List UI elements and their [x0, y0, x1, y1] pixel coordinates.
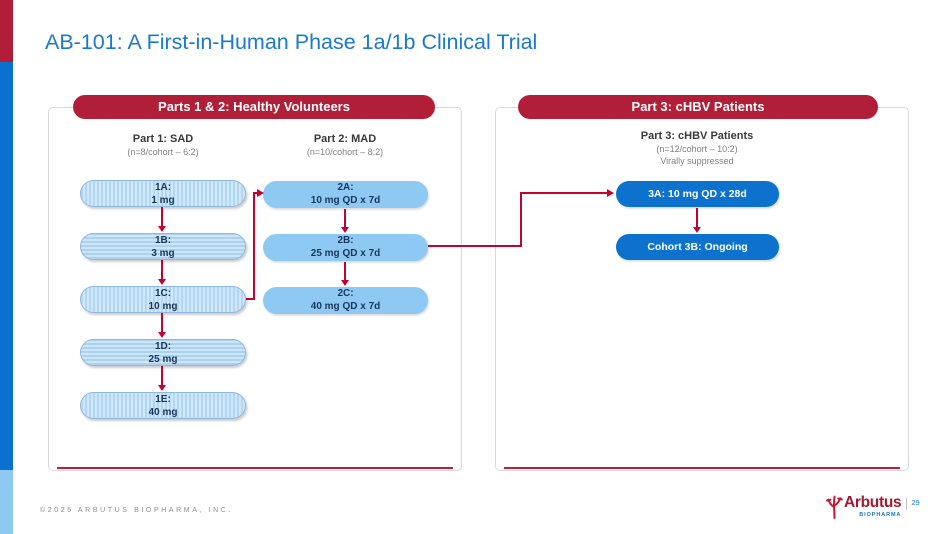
- panel-bottom-accent: [504, 466, 900, 469]
- cohort-dose: 10 mg QD x 7d: [310, 194, 381, 206]
- part-3-header: Part 3: cHBV Patients: [518, 95, 878, 119]
- part3-column-header: Part 3: cHBV Patients (n=12/cohort – 10:…: [597, 130, 797, 167]
- part3-title: Part 3: cHBV Patients: [640, 130, 754, 142]
- cohort-2a-pill: 2A: 10 mg QD x 7d: [263, 181, 428, 208]
- cohort-2c-pill: 2C: 40 mg QD x 7d: [263, 287, 428, 314]
- cohort-id: 1E:: [155, 394, 171, 405]
- cohort-id: 2B:: [337, 235, 354, 246]
- cohort-id: 1D:: [154, 341, 172, 352]
- part1-title: Part 1: SAD: [132, 133, 194, 145]
- connector-1c-2a: [253, 192, 258, 195]
- cohort-id: 1C:: [154, 288, 172, 299]
- cohort-1e-pill: 1E: 40 mg: [80, 392, 246, 419]
- accent-bar-lightblue: [0, 470, 13, 534]
- arrow-down-icon: [340, 209, 351, 233]
- cohort-id: 1A:: [154, 182, 172, 193]
- cohort-label: Cohort 3B: Ongoing: [647, 241, 748, 253]
- arrow-right-icon: [257, 188, 264, 197]
- cohort-id: 2A:: [337, 182, 354, 193]
- part2-title: Part 2: MAD: [313, 133, 377, 145]
- cohort-label: 3A: 10 mg QD x 28d: [648, 188, 747, 200]
- accent-bar-red: [0, 0, 13, 62]
- part2-column-header: Part 2: MAD (n=10/cohort – 8:2): [265, 133, 425, 158]
- connector-2b-3a: [428, 245, 522, 248]
- cohort-dose: 40 mg QD x 7d: [310, 300, 381, 312]
- cohort-dose: 25 mg QD x 7d: [310, 247, 381, 259]
- page-number: 29: [911, 498, 920, 507]
- parts-1-2-header: Parts 1 & 2: Healthy Volunteers: [73, 95, 435, 119]
- accent-bar-blue: [0, 62, 13, 470]
- connector-2b-3a: [520, 192, 523, 247]
- cohort-dose: 3 mg: [151, 247, 175, 259]
- cohort-2b-pill: 2B: 25 mg QD x 7d: [263, 234, 428, 261]
- logo-text: Arbutus BIOPHARMA: [844, 494, 902, 519]
- arrow-down-icon: [157, 207, 168, 232]
- arrow-down-icon: [157, 260, 168, 285]
- slide-title: AB-101: A First-in-Human Phase 1a/1b Cli…: [45, 30, 538, 54]
- cohort-id: 1B:: [154, 235, 172, 246]
- cohort-3a-pill: 3A: 10 mg QD x 28d: [616, 181, 779, 207]
- connector-2b-3a: [520, 192, 608, 195]
- part3-subtitle: (n=12/cohort – 10:2): [656, 144, 738, 154]
- cohort-3b-pill: Cohort 3B: Ongoing: [616, 234, 779, 260]
- cohort-1a-pill: 1A: 1 mg: [80, 180, 246, 207]
- part3-note: Virally suppressed: [660, 156, 734, 166]
- arrow-down-icon: [157, 366, 168, 391]
- cohort-dose: 40 mg: [148, 406, 178, 418]
- tree-icon: [826, 495, 843, 519]
- part1-subtitle: (n=8/cohort – 6:2): [127, 147, 199, 157]
- arrow-right-icon: [607, 188, 614, 197]
- cohort-dose: 10 mg: [148, 300, 178, 312]
- connector-1c-2a: [253, 192, 256, 300]
- page-number-divider: [906, 498, 908, 510]
- logo-brand: Arbutus: [844, 494, 902, 511]
- cohort-1d-pill: 1D: 25 mg: [80, 339, 246, 366]
- arrow-down-icon: [692, 208, 703, 233]
- part1-column-header: Part 1: SAD (n=8/cohort – 6:2): [83, 133, 243, 158]
- logo-subtitle: BIOPHARMA: [859, 512, 902, 518]
- cohort-dose: 25 mg: [148, 353, 178, 365]
- panel-bottom-accent: [57, 466, 453, 469]
- arrow-down-icon: [157, 313, 168, 338]
- arbutus-logo: Arbutus BIOPHARMA 29: [826, 495, 920, 519]
- cohort-1b-pill: 1B: 3 mg: [80, 233, 246, 260]
- cohort-1c-pill: 1C: 10 mg: [80, 286, 246, 313]
- cohort-id: 2C:: [337, 288, 354, 299]
- copyright-text: ©2025 ARBUTUS BIOPHARMA, INC.: [40, 507, 233, 514]
- cohort-dose: 1 mg: [151, 194, 175, 206]
- panel-part-3: [495, 107, 909, 471]
- connector-1c-2a: [246, 298, 255, 301]
- part2-subtitle: (n=10/cohort – 8:2): [306, 147, 384, 157]
- arrow-down-icon: [340, 262, 351, 286]
